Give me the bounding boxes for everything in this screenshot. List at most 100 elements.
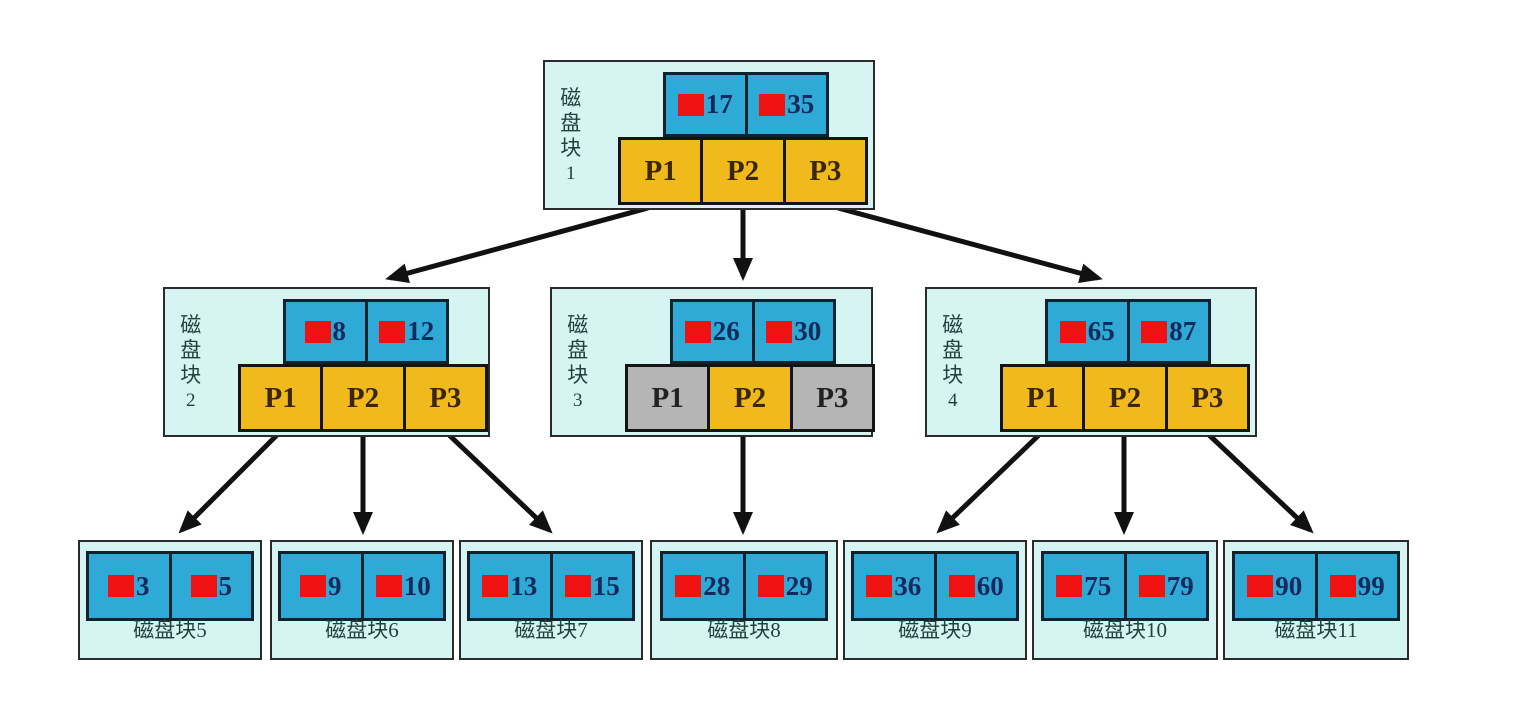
disk-block-9: 36 60 磁盘块9 [843,540,1027,660]
key-value: 65 [1087,316,1115,346]
key-cell: 10 [360,551,446,621]
disk-block-8-label: 磁盘块8 [707,618,781,642]
key-cell: 65 [1045,299,1130,364]
key-cell: 87 [1126,299,1211,364]
key-cell: 9 [278,551,364,621]
disk-block-2: 磁盘块 2 8 12 P1 P2 P3 [163,287,490,437]
record-pointer-icon [379,320,406,343]
record-pointer-icon [948,575,975,597]
key-cell: 3 [86,551,172,621]
key-value: 35 [787,89,815,119]
key-value: 87 [1169,316,1197,346]
key-row: 8 12 [283,299,449,364]
arrow-b1p1-to-b2 [385,205,649,283]
key-value: 17 [705,89,733,119]
key-cell: 26 [670,299,755,364]
disk-block-10-label: 磁盘块10 [1083,618,1167,642]
key-row: 26 30 [670,299,836,364]
pointer-p2: P2 [707,364,793,432]
disk-block-5: 3 5 磁盘块5 [78,540,262,660]
record-pointer-icon [482,575,509,597]
key-cell: 60 [933,551,1019,621]
disk-block-7-label: 磁盘块7 [514,618,588,642]
record-pointer-icon [1138,575,1165,597]
key-cell: 15 [549,551,635,621]
record-pointer-icon [766,320,793,343]
pointer-row: P1 P2 P3 [238,364,488,432]
key-value: 29 [785,570,813,601]
record-pointer-icon [759,93,786,116]
record-pointer-icon [1059,320,1086,343]
key-value: 12 [407,316,435,346]
disk-block-3-label: 磁盘块 3 [567,312,589,411]
record-pointer-icon [1141,320,1168,343]
disk-block-6: 9 10 磁盘块6 [270,540,454,660]
pointer-p3: P3 [789,364,875,432]
key-value: 5 [218,570,233,601]
key-cell: 17 [663,72,748,137]
record-pointer-icon [108,575,134,597]
key-row: 75 79 [1041,551,1209,621]
key-cell: 30 [751,299,836,364]
arrow-b4p3-to-l11 [1206,432,1314,534]
key-value: 26 [712,316,740,346]
key-cell: 28 [660,551,746,621]
disk-block-4: 磁盘块 4 65 87 P1 P2 P3 [925,287,1257,437]
pointer-p2: P2 [320,364,406,432]
key-cell: 13 [467,551,553,621]
key-row: 17 35 [663,72,829,137]
pointer-p2: P2 [700,137,786,205]
key-row: 3 5 [86,551,254,621]
key-cell: 5 [168,551,254,621]
pointer-p3: P3 [1164,364,1250,432]
key-value: 3 [136,570,150,601]
pointer-p1: P1 [1000,364,1086,432]
disk-block-8: 28 29 磁盘块8 [650,540,838,660]
key-value: 9 [328,570,342,601]
record-pointer-icon [866,575,893,597]
key-cell: 79 [1123,551,1209,621]
record-pointer-icon [675,575,702,597]
key-row: 65 87 [1045,299,1211,364]
key-value: 30 [794,316,822,346]
record-pointer-icon [1329,575,1356,597]
arrow-b4p1-to-l9 [936,432,1042,534]
disk-block-11-label: 磁盘块11 [1274,618,1358,642]
disk-block-5-label: 磁盘块5 [133,618,207,642]
key-value: 99 [1357,570,1385,601]
record-pointer-icon [375,575,402,597]
arrow-b1p3-to-b4 [837,205,1103,283]
key-value: 8 [332,316,347,346]
key-row: 28 29 [660,551,828,621]
pointer-p3: P3 [402,364,488,432]
key-value: 28 [703,570,731,601]
pointer-row: P1 P2 P3 [625,364,875,432]
record-pointer-icon [190,575,217,597]
record-pointer-icon [1247,575,1274,597]
pointer-row: P1 P2 P3 [1000,364,1250,432]
key-value: 36 [894,570,922,601]
key-value: 10 [403,570,431,601]
disk-block-1-label: 磁盘块 1 [560,85,582,184]
pointer-p1: P1 [238,364,324,432]
record-pointer-icon [757,575,784,597]
key-cell: 36 [851,551,937,621]
record-pointer-icon [564,575,591,597]
record-pointer-icon [677,93,704,116]
key-cell: 35 [744,72,829,137]
disk-block-7: 13 15 磁盘块7 [459,540,643,660]
key-value: 15 [592,570,620,601]
pointer-p2: P2 [1082,364,1168,432]
disk-block-10: 75 79 磁盘块10 [1032,540,1218,660]
key-row: 36 60 [851,551,1019,621]
arrow-b2p1-to-l5 [178,432,280,534]
disk-block-6-label: 磁盘块6 [325,618,399,642]
key-row: 13 15 [467,551,635,621]
record-pointer-icon [300,575,326,597]
record-pointer-icon [684,320,711,343]
disk-block-1: 磁盘块 1 17 35 P1 P2 P3 [543,60,875,210]
key-cell: 75 [1041,551,1127,621]
key-value: 79 [1166,570,1194,601]
key-cell: 29 [742,551,828,621]
disk-block-9-label: 磁盘块9 [898,618,972,642]
